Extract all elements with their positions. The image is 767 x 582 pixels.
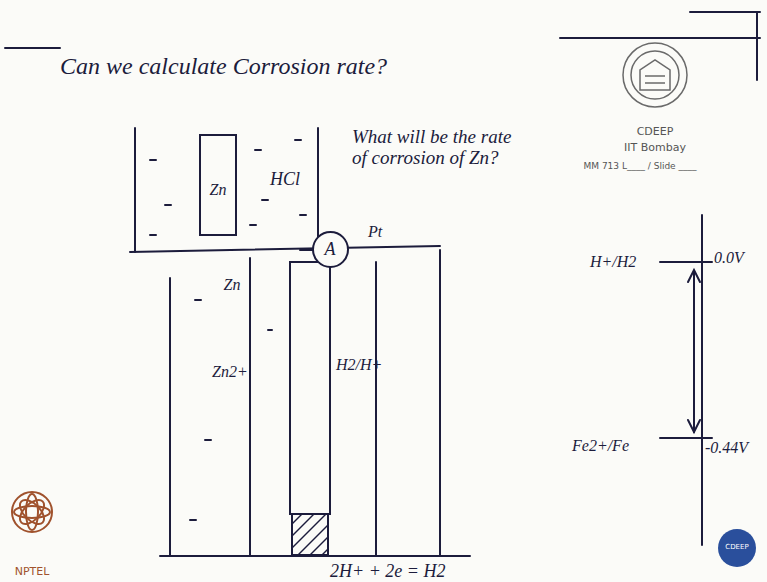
potential-value: -0.44V	[705, 439, 748, 457]
question-note: What will be the rate of corrosion of Zn…	[352, 127, 512, 169]
couple-label: H2/H+	[336, 356, 382, 374]
logo-text: CDEEP	[725, 544, 748, 552]
couple-label: H+/H2	[590, 253, 636, 271]
logo-text: NPTEL	[15, 566, 50, 578]
slide-number: MM 713 L____ / Slide ____	[583, 162, 696, 172]
electrode-label: Pt	[368, 223, 382, 241]
node-text: A	[325, 239, 336, 260]
ion-label: Zn2+	[212, 363, 248, 381]
solution-label: HCl	[270, 170, 300, 190]
potential-value: 0.0V	[714, 249, 744, 267]
reaction-equation: 2H+ + 2e = H2	[330, 562, 445, 582]
electrode-label: Zn	[224, 276, 241, 294]
logo-text: IIT Bombay	[624, 142, 686, 154]
electrode-label: Zn	[210, 181, 227, 199]
logo-text: CDEEP	[637, 126, 674, 138]
ammeter-circle: A	[312, 231, 349, 268]
slide-title: Can we calculate Corrosion rate?	[60, 53, 387, 79]
couple-label: Fe2+/Fe	[572, 437, 629, 455]
